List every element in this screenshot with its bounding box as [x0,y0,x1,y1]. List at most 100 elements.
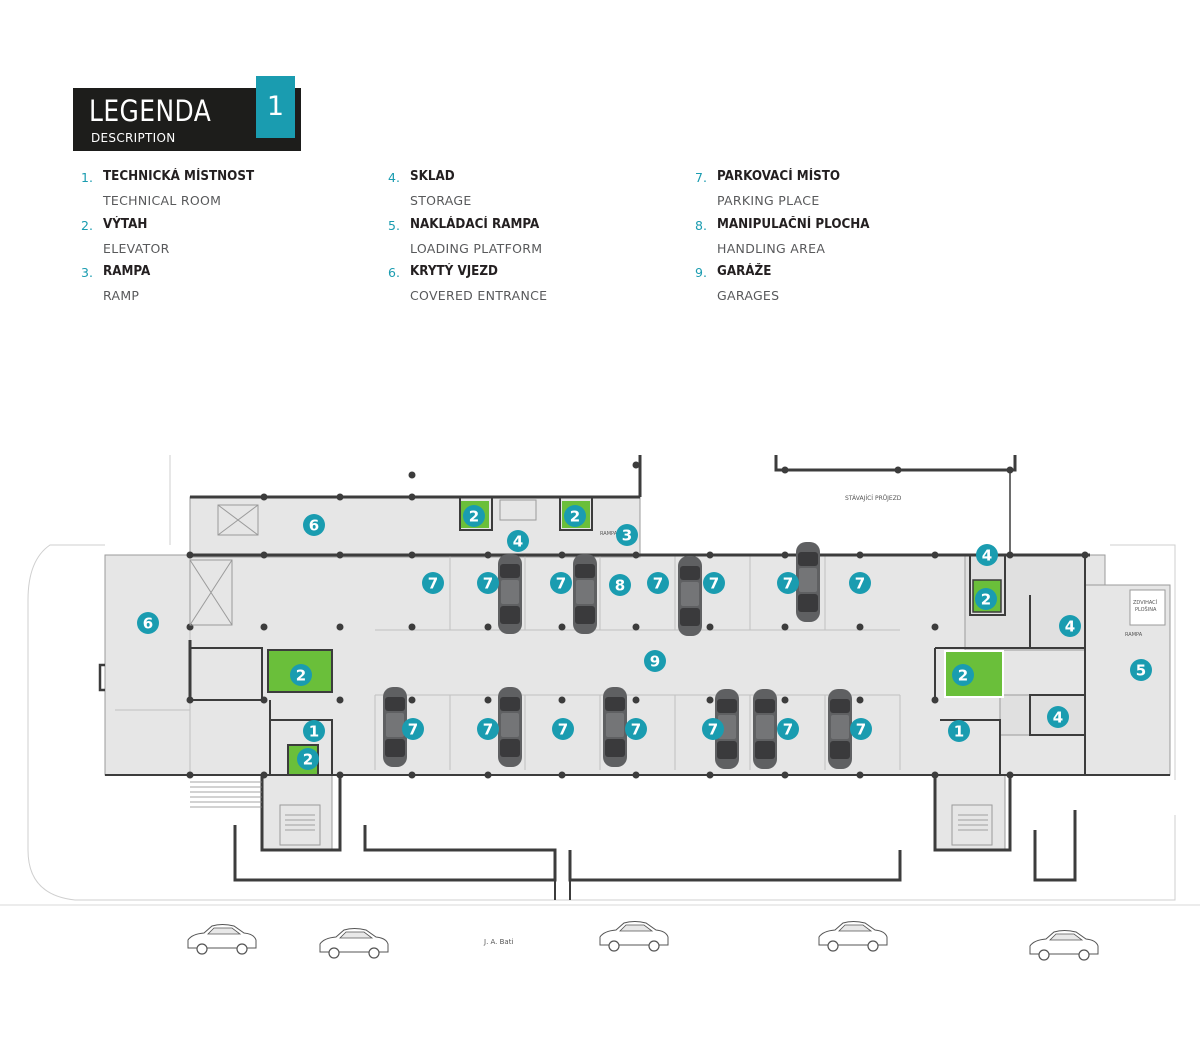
room-marker: 2 [297,748,319,770]
legend-item: 3. RAMPA RAMP [81,264,341,312]
legend-subtitle: DESCRIPTION [91,131,176,145]
room-marker: 2 [975,588,997,610]
street-name: J. A. Bati [483,938,513,946]
legend-label-cz: SKLAD [410,169,455,184]
plan-labels: J. A. Bati STÁVAJÍCÍ PRŮJEZD ZDVIHACÍ PL… [483,495,1158,946]
marker-number: 1 [954,723,964,741]
marker-number: 2 [296,667,306,685]
room-marker: 4 [507,530,529,552]
room-marker: 7 [777,572,799,594]
marker-number: 7 [408,721,418,739]
legend-number: 3. [81,265,93,280]
marker-number: 9 [650,653,660,671]
marker-circle [952,664,974,686]
site-context [0,455,1200,906]
car-icon [498,687,522,767]
marker-circle [137,612,159,634]
room-marker: 4 [1047,706,1069,728]
legend-title: LEGENDA [89,94,212,128]
marker-circle [463,505,485,527]
legend-label-en: GARAGES [717,288,780,303]
legend-label-en: LOADING PLATFORM [410,240,543,256]
marker-number: 1 [309,723,319,741]
marker-circle [609,574,631,596]
ramp-label: RAMPA [600,531,618,537]
marker-number: 7 [483,721,493,739]
marker-circle [564,505,586,527]
legend-label-cz: NAKLÁDACÍ RAMPA [410,216,540,232]
room-marker: 7 [552,718,574,740]
legend-label-cz: TECHNICKÁ MÍSTNOST [103,169,255,184]
marker-number: 7 [709,575,719,593]
car-icon [818,920,888,952]
marker-circle [702,718,724,740]
street-cars [187,920,1099,961]
legend-item: 6. KRYTÝ VJEZD COVERED ENTRANCE [388,264,648,312]
marker-circle [1130,659,1152,681]
marker-circle [290,664,312,686]
lift-platform-label: PLOŠINA [1135,606,1157,613]
room-marker: 7 [647,572,669,594]
legend-label-cz: MANIPULAČNÍ PLOCHA [717,216,870,232]
car-icon [603,687,627,767]
car-icon [599,920,669,952]
marker-circle [647,572,669,594]
car-icon [1029,929,1099,961]
marker-number: 7 [556,575,566,593]
legend-label-cz: VÝTAH [103,216,148,232]
marker-circle [1059,615,1081,637]
marker-circle [625,718,647,740]
marker-number: 6 [143,615,153,633]
marker-circle [777,718,799,740]
room-marker: 8 [609,574,631,596]
marker-number: 7 [708,721,718,739]
legend-item: 7. PARKOVACÍ MÍSTO PARKING PLACE [695,169,955,217]
stairs [190,781,988,831]
marker-circle [550,572,572,594]
room-marker: 7 [702,718,724,740]
car-icon [753,689,777,769]
car-icon [498,554,522,634]
marker-number: 4 [982,547,992,565]
marker-circle [422,572,444,594]
legend-number: 8. [695,217,707,233]
legend-label-en: STORAGE [410,193,472,208]
marker-circle [552,718,574,740]
marker-circle [477,572,499,594]
room-marker: 7 [703,572,725,594]
room-marker: 5 [1130,659,1152,681]
marker-number: 2 [958,667,968,685]
legend-label-cz: GARÁŽE [717,264,772,279]
marker-number: 2 [469,508,479,526]
marker-number: 4 [513,533,523,551]
room-marker: 1 [303,720,325,742]
legend-item: 5. NAKLÁDACÍ RAMPA LOADING PLATFORM [388,217,648,265]
marker-number: 5 [1136,662,1146,680]
room-marker: 7 [849,572,871,594]
car-icon [796,542,820,622]
legend-column-1: 1. TECHNICKÁ MÍSTNOST TECHNICAL ROOM 2. … [81,169,341,312]
marker-circle [297,748,319,770]
marker-circle [976,544,998,566]
marker-circle [644,650,666,672]
car-icon [828,689,852,769]
marker-number: 7 [483,575,493,593]
legend-item: 2. VÝTAH ELEVATOR [81,217,341,265]
floor-number-badge: 1 [256,76,295,138]
room-marker: 1 [948,720,970,742]
marker-circle [477,718,499,740]
marker-circle [849,572,871,594]
marker-number: 3 [622,527,632,545]
room-marker: 7 [625,718,647,740]
marker-number: 4 [1053,709,1063,727]
marker-number: 7 [428,575,438,593]
room-marker: 6 [303,514,325,536]
legend-number: 5. [388,217,400,233]
room-marker: 7 [850,718,872,740]
columns [186,461,1089,779]
room-marker: 2 [463,505,485,527]
marker-circle [975,588,997,610]
lift-platform-label: ZDVIHACÍ [1133,599,1158,606]
